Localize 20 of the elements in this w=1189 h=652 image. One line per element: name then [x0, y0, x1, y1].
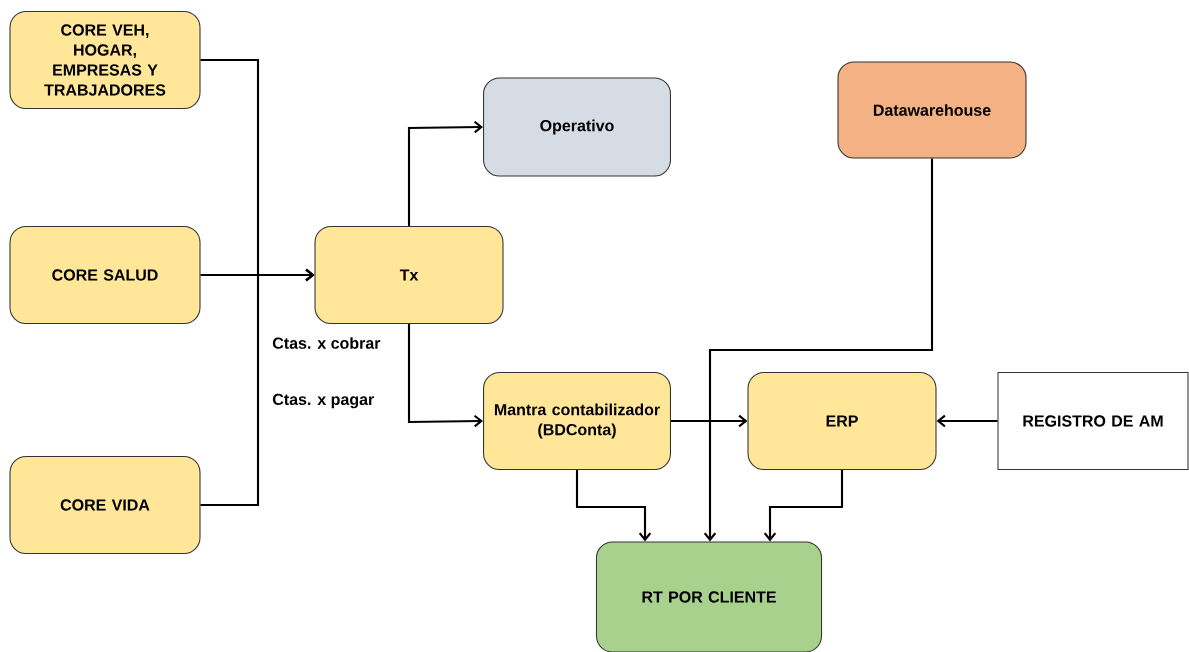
- process-box: CORE VEH, HOGAR, EMPRESAS Y TRABJADORES: [9, 10, 201, 110]
- flow-label: Ctas. x cobrar: [272, 337, 381, 349]
- process-box: CORE VIDA: [9, 455, 201, 555]
- arrow: [763, 470, 844, 542]
- arrow: [936, 414, 998, 428]
- process-box: Datawarehouse: [837, 61, 1027, 159]
- process-box: Mantra contabilizador (BDConta): [483, 371, 671, 471]
- arrow: [407, 324, 483, 428]
- output-box: RT POR CLIENTE: [595, 541, 823, 652]
- arrow: [671, 414, 748, 428]
- input-box: REGISTRO DE AM: [997, 371, 1189, 471]
- flow-label: Ctas. x pagar: [272, 393, 374, 409]
- arrow: [575, 470, 652, 542]
- process-box: CORE SALUD: [9, 225, 201, 325]
- arrow: [703, 158, 934, 542]
- arrow: [407, 120, 483, 226]
- process-box: Tx: [314, 225, 504, 325]
- process-box: ERP: [747, 371, 937, 471]
- arrow: [200, 268, 315, 507]
- process-box: Operativo: [483, 77, 671, 177]
